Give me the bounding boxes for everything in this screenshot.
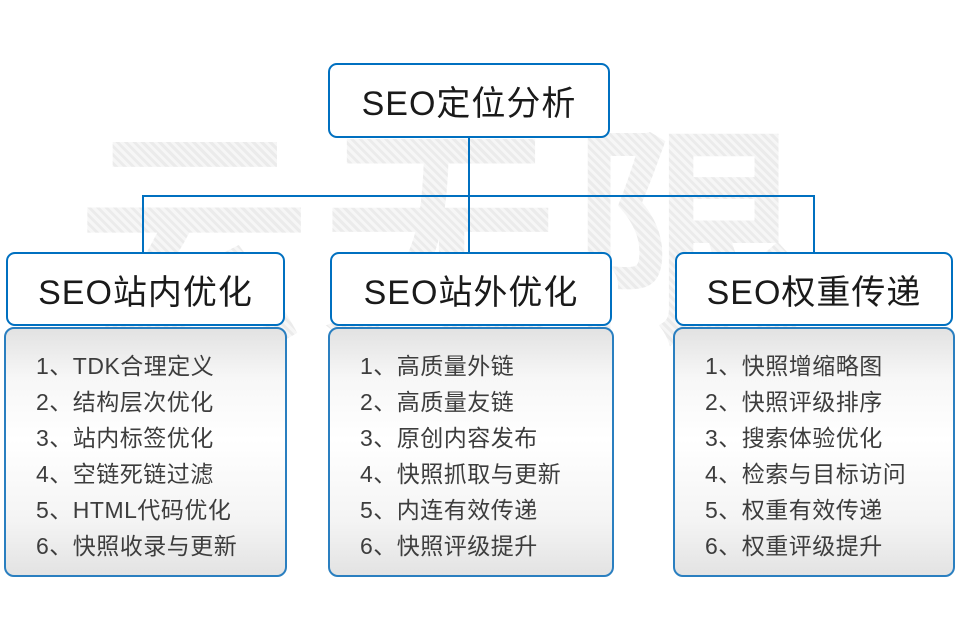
list-item: 3、搜索体验优化 xyxy=(705,425,883,451)
list-item: 3、原创内容发布 xyxy=(360,425,538,451)
list-item: 6、权重评级提升 xyxy=(705,533,883,559)
branch-node-offsite: SEO站外优化 xyxy=(330,252,612,326)
list-item: 1、快照增缩略图 xyxy=(705,353,883,379)
connector-drop-left xyxy=(142,195,144,253)
list-item: 5、HTML代码优化 xyxy=(36,497,232,523)
list-item: 2、快照评级排序 xyxy=(705,389,883,415)
list-item: 5、权重有效传递 xyxy=(705,497,883,523)
list-item: 4、空链死链过滤 xyxy=(36,461,214,487)
connector-root-vertical xyxy=(468,136,470,196)
connector-drop-right xyxy=(813,195,815,253)
list-item: 3、站内标签优化 xyxy=(36,425,214,451)
branch-node-label: SEO权重传递 xyxy=(706,273,922,312)
root-node: SEO定位分析 xyxy=(328,63,610,138)
branch-node-onsite: SEO站内优化 xyxy=(6,252,285,326)
branch-node-label: SEO站内优化 xyxy=(38,273,253,312)
list-item: 4、快照抓取与更新 xyxy=(360,461,562,487)
branch-panel-onsite: 1、TDK合理定义 2、结构层次优化 3、站内标签优化 4、空链死链过滤 5、H… xyxy=(4,327,287,577)
root-node-label: SEO定位分析 xyxy=(361,85,577,123)
list-item: 1、高质量外链 xyxy=(360,353,515,379)
list-item: 6、快照收录与更新 xyxy=(36,533,238,559)
branch-panel-offsite: 1、高质量外链 2、高质量友链 3、原创内容发布 4、快照抓取与更新 5、内连有… xyxy=(328,327,614,577)
list-item: 2、结构层次优化 xyxy=(36,389,214,415)
list-item: 6、快照评级提升 xyxy=(360,533,538,559)
list-item: 1、TDK合理定义 xyxy=(36,353,215,379)
list-item: 5、内连有效传递 xyxy=(360,497,538,523)
list-item: 4、检索与目标访问 xyxy=(705,461,907,487)
connector-horizontal xyxy=(142,195,815,197)
branch-node-label: SEO站外优化 xyxy=(363,273,579,312)
branch-node-weight: SEO权重传递 xyxy=(675,252,953,326)
branch-panel-weight: 1、快照增缩略图 2、快照评级排序 3、搜索体验优化 4、检索与目标访问 5、权… xyxy=(673,327,955,577)
connector-drop-middle xyxy=(468,195,470,253)
list-item: 2、高质量友链 xyxy=(360,389,515,415)
